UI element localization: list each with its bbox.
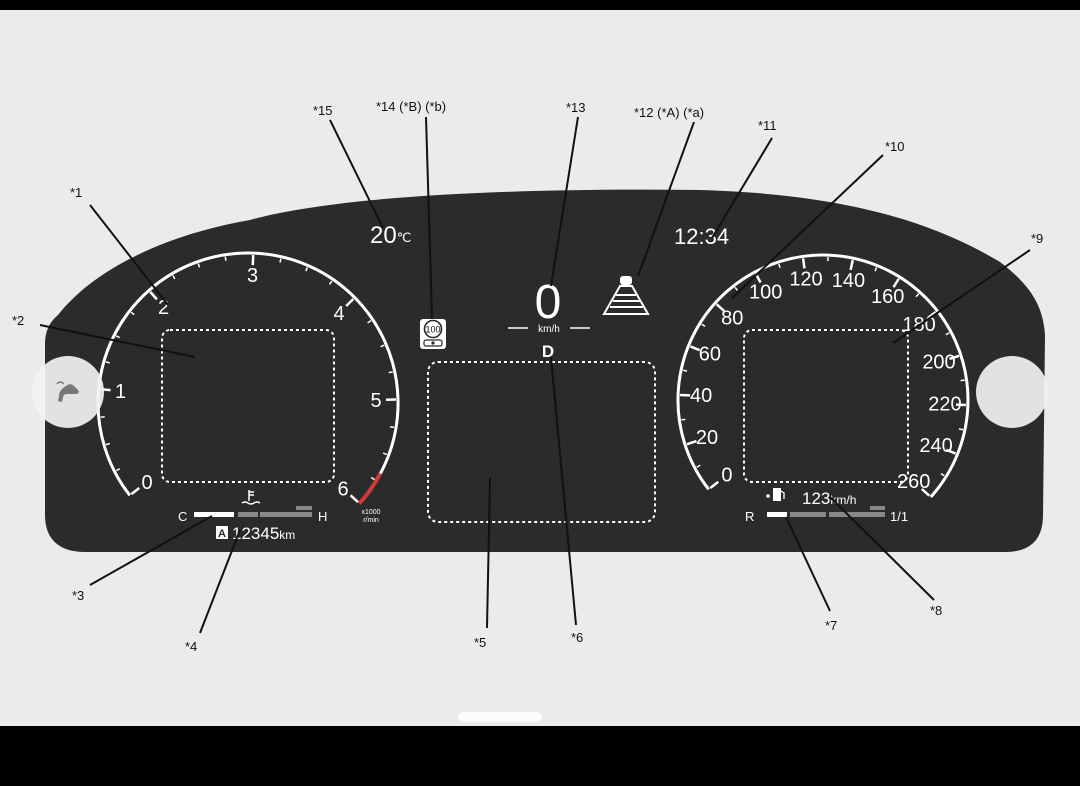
callout-12: *12 (*A) (*a): [634, 105, 704, 120]
callout-3: *3: [72, 588, 84, 603]
speedometer-label: 100: [749, 282, 782, 304]
tachometer-label: 4: [333, 303, 344, 325]
next-page-button[interactable]: [976, 356, 1048, 428]
callout-11: *11: [758, 118, 777, 133]
tachometer-label: 1: [115, 381, 126, 403]
cluster-panel: [45, 190, 1045, 552]
fuel-bar-full-mark: [870, 506, 885, 510]
speed-limit-sign-icon: 100: [420, 319, 446, 349]
temp-bar-segment: [260, 512, 312, 517]
fuel-bar-segment: [790, 512, 826, 517]
temp-bar-fill: [194, 512, 234, 517]
speedometer-minor-tick: [681, 419, 685, 420]
fuel-bar-fill: [767, 512, 787, 517]
speedometer-label: 20: [696, 427, 718, 449]
callout-14: *14 (*B) (*b): [376, 99, 446, 114]
temp-bar-high-mark: [296, 506, 312, 510]
callout-8: *8: [930, 603, 942, 618]
callout-6: *6: [571, 630, 583, 645]
tachometer-label: 5: [370, 390, 381, 412]
speedometer-label: 200: [922, 352, 955, 374]
rpm-unit-label: x1000: [361, 509, 380, 516]
rpm-unit-sublabel: r/min: [363, 517, 379, 524]
home-indicator: [458, 712, 542, 722]
speedometer-minor-tick: [683, 370, 687, 371]
callout-13: *13: [566, 100, 586, 115]
callout-15: *15: [313, 103, 333, 118]
speedometer-label: 240: [919, 435, 952, 457]
speed-unit: km/h: [538, 324, 560, 335]
tachometer-minor-tick: [389, 372, 393, 373]
temp-hot-label: H: [318, 509, 327, 524]
callout-9: *9: [1031, 231, 1043, 246]
speedometer-major-tick: [803, 258, 804, 268]
callout-1: *1: [70, 185, 82, 200]
temp-cold-label: C: [178, 509, 187, 524]
speedometer-minor-tick: [961, 380, 965, 381]
speedometer-minor-tick: [959, 429, 963, 430]
fuel-full-label: 1/1: [890, 509, 908, 524]
callout-7: *7: [825, 618, 837, 633]
tachometer-minor-tick: [225, 257, 226, 261]
fuel-empty-label: R: [745, 509, 754, 524]
speedometer-label: 40: [690, 385, 712, 407]
callout-10: *10: [885, 139, 905, 154]
temp-bar-segment: [238, 512, 258, 517]
fuel-bar-segment: [829, 512, 885, 517]
speedometer-label: 0: [721, 464, 732, 486]
callout-4: *4: [185, 639, 197, 654]
clock: 12:34: [674, 224, 729, 249]
speedometer-label: 120: [789, 269, 822, 291]
bottom-bar: [0, 726, 1080, 781]
odometer-mode: A: [218, 528, 226, 540]
speedometer-label: 160: [871, 286, 904, 308]
speedometer-label: 220: [928, 394, 961, 416]
prev-page-button[interactable]: [32, 356, 104, 428]
speed-limit-value: 100: [425, 325, 440, 335]
tachometer-minor-tick: [280, 259, 281, 263]
tachometer-minor-tick: [106, 362, 110, 363]
callout-2: *2: [12, 313, 24, 328]
speedometer-label: 80: [721, 308, 743, 330]
gear-position: D: [542, 342, 554, 361]
tachometer-label: 3: [247, 265, 258, 287]
tachometer-minor-tick: [390, 427, 394, 428]
tachometer-label: 6: [338, 479, 349, 501]
tachometer-label: 0: [142, 472, 153, 494]
callout-5: *5: [474, 635, 486, 650]
speedometer-label: 60: [699, 344, 721, 366]
digital-speed: 0: [535, 276, 562, 329]
speedometer-label: 140: [832, 270, 865, 292]
